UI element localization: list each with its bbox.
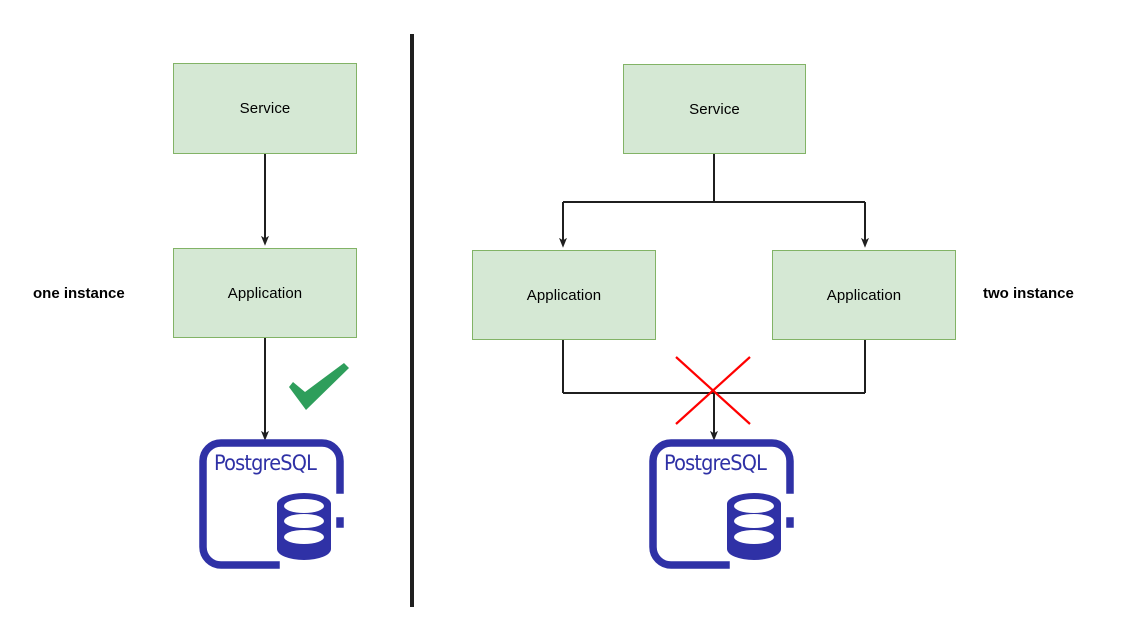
left-service-box[interactable]: Service	[173, 63, 357, 154]
right-service-box[interactable]: Service	[623, 64, 806, 154]
postgresql-logo-right	[649, 439, 794, 569]
left-application-box[interactable]: Application	[173, 248, 357, 338]
right-application-right-label: Application	[826, 286, 902, 304]
right-panel-label: two instance	[983, 285, 1074, 302]
success-check-icon	[289, 363, 349, 410]
postgresql-logo-left	[199, 439, 344, 569]
right-database-label: PostgreSQL	[664, 451, 767, 475]
left-panel-label: one instance	[33, 285, 125, 302]
left-database-label: PostgreSQL	[214, 451, 317, 475]
right-service-label: Service	[689, 100, 740, 118]
left-application-label: Application	[227, 284, 303, 302]
right-application-right-box[interactable]: Application	[772, 250, 956, 340]
right-application-left-box[interactable]: Application	[472, 250, 656, 340]
left-service-label: Service	[239, 100, 291, 117]
error-cross-icon	[675, 356, 751, 425]
right-application-left-label: Application	[526, 286, 602, 304]
